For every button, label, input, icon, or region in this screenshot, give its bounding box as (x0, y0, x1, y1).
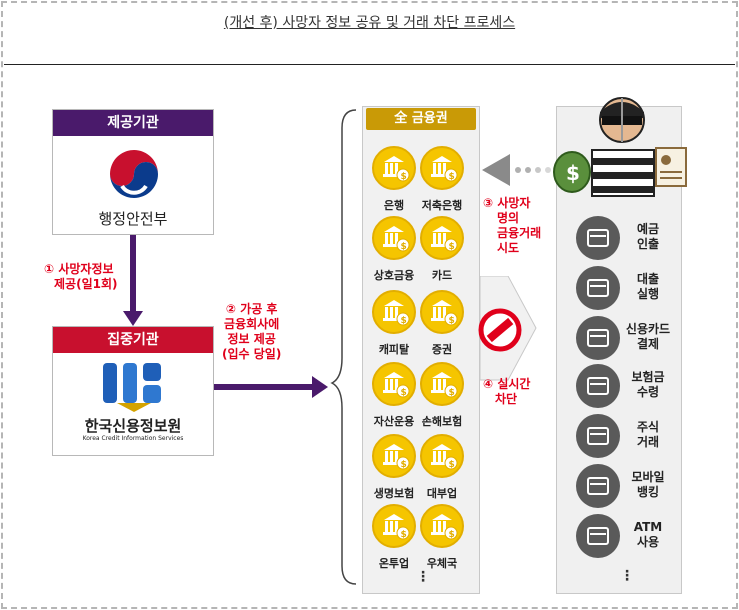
bank-icon: $ (372, 362, 416, 406)
cash-withdraw-icon (576, 216, 620, 260)
bank-loan-icon (576, 266, 620, 310)
finance-item-label: 캐피탈 (378, 343, 410, 356)
title-divider (4, 64, 735, 65)
mobile-banking-icon (576, 464, 620, 508)
bank-icon: $ (420, 504, 464, 548)
bank-icon: $ (420, 362, 464, 406)
svg-text:$: $ (449, 242, 455, 252)
finance-item-label: 카드 (431, 269, 453, 282)
left-attempt-arrow (482, 154, 551, 186)
finance-more: ⋮ (416, 569, 430, 585)
bank-icon: $ (420, 434, 464, 478)
right-arrow (214, 376, 328, 398)
finance-item-label: 은행 (383, 199, 405, 212)
bank-icon: $ (420, 216, 464, 260)
finance-item-label: 증권 (431, 343, 453, 356)
bank-icon: $ (372, 434, 416, 478)
concentrator-name-en: Korea Credit Information Services (82, 435, 184, 442)
bank-icon: $ (372, 290, 416, 334)
svg-text:$: $ (401, 172, 407, 182)
down-arrow (123, 235, 143, 326)
svg-text:$: $ (566, 161, 580, 185)
curly-brace (330, 109, 357, 585)
finance-item-label: 상호금융 (373, 269, 415, 282)
page-title: (개선 후) 사망자 정보 공유 및 거래 차단 프로세스 (223, 15, 516, 31)
kcis-logo-icon (103, 363, 161, 412)
step2-text: ② 가공 후 금융회사에 정보 제공 (입수 당일) (222, 302, 282, 361)
concentrator-name: 한국신용정보원 (84, 417, 182, 435)
stock-chart-icon (576, 414, 620, 458)
step4-text: ④ 실시간 차단 (483, 377, 531, 406)
activity-more: ⋮ (620, 568, 634, 584)
finance-item-label: 온투업 (378, 557, 410, 570)
bank-icon: $ (372, 216, 416, 260)
svg-text:$: $ (449, 172, 455, 182)
provider-name: 행정안전부 (98, 210, 168, 228)
identity-thief-icon: $ (553, 97, 687, 197)
svg-text:$: $ (449, 530, 455, 540)
finance-item-label: 생명보험 (373, 487, 415, 500)
bank-icon: $ (420, 146, 464, 190)
provider-box: 제공기관 행정안전부 (52, 109, 214, 235)
concentrator-box: 집중기관 한국신용정보원 Korea Credit Information Se… (52, 326, 214, 456)
finance-item-label: 우체국 (426, 557, 458, 570)
step3-text: ③ 사망자 명의 금융거래 시도 (483, 196, 542, 255)
prohibited-icon (478, 308, 522, 352)
provider-header: 제공기관 (53, 110, 213, 136)
insurance-icon (576, 364, 620, 408)
bank-icon: $ (372, 146, 416, 190)
svg-text:$: $ (401, 460, 407, 470)
svg-text:$: $ (401, 388, 407, 398)
svg-text:$: $ (401, 530, 407, 540)
svg-text:$: $ (401, 316, 407, 326)
concentrator-header: 집중기관 (53, 327, 213, 353)
bank-icon: $ (420, 290, 464, 334)
svg-text:$: $ (401, 242, 407, 252)
finance-item-label: 대부업 (426, 487, 458, 500)
bank-icon: $ (372, 504, 416, 548)
svg-text:$: $ (449, 388, 455, 398)
svg-text:$: $ (449, 460, 455, 470)
step1-text: ① 사망자정보 제공(일1회) (44, 262, 118, 291)
finance-item-label: 자산운용 (373, 415, 415, 428)
finance-item-label: 손해보험 (421, 415, 463, 428)
svg-text:$: $ (449, 316, 455, 326)
korea-emblem-icon (108, 148, 160, 200)
credit-card-icon (576, 316, 620, 360)
atm-icon (576, 514, 620, 558)
finance-item-label: 저축은행 (421, 199, 463, 212)
finance-header: 全 금융권 (366, 108, 476, 130)
